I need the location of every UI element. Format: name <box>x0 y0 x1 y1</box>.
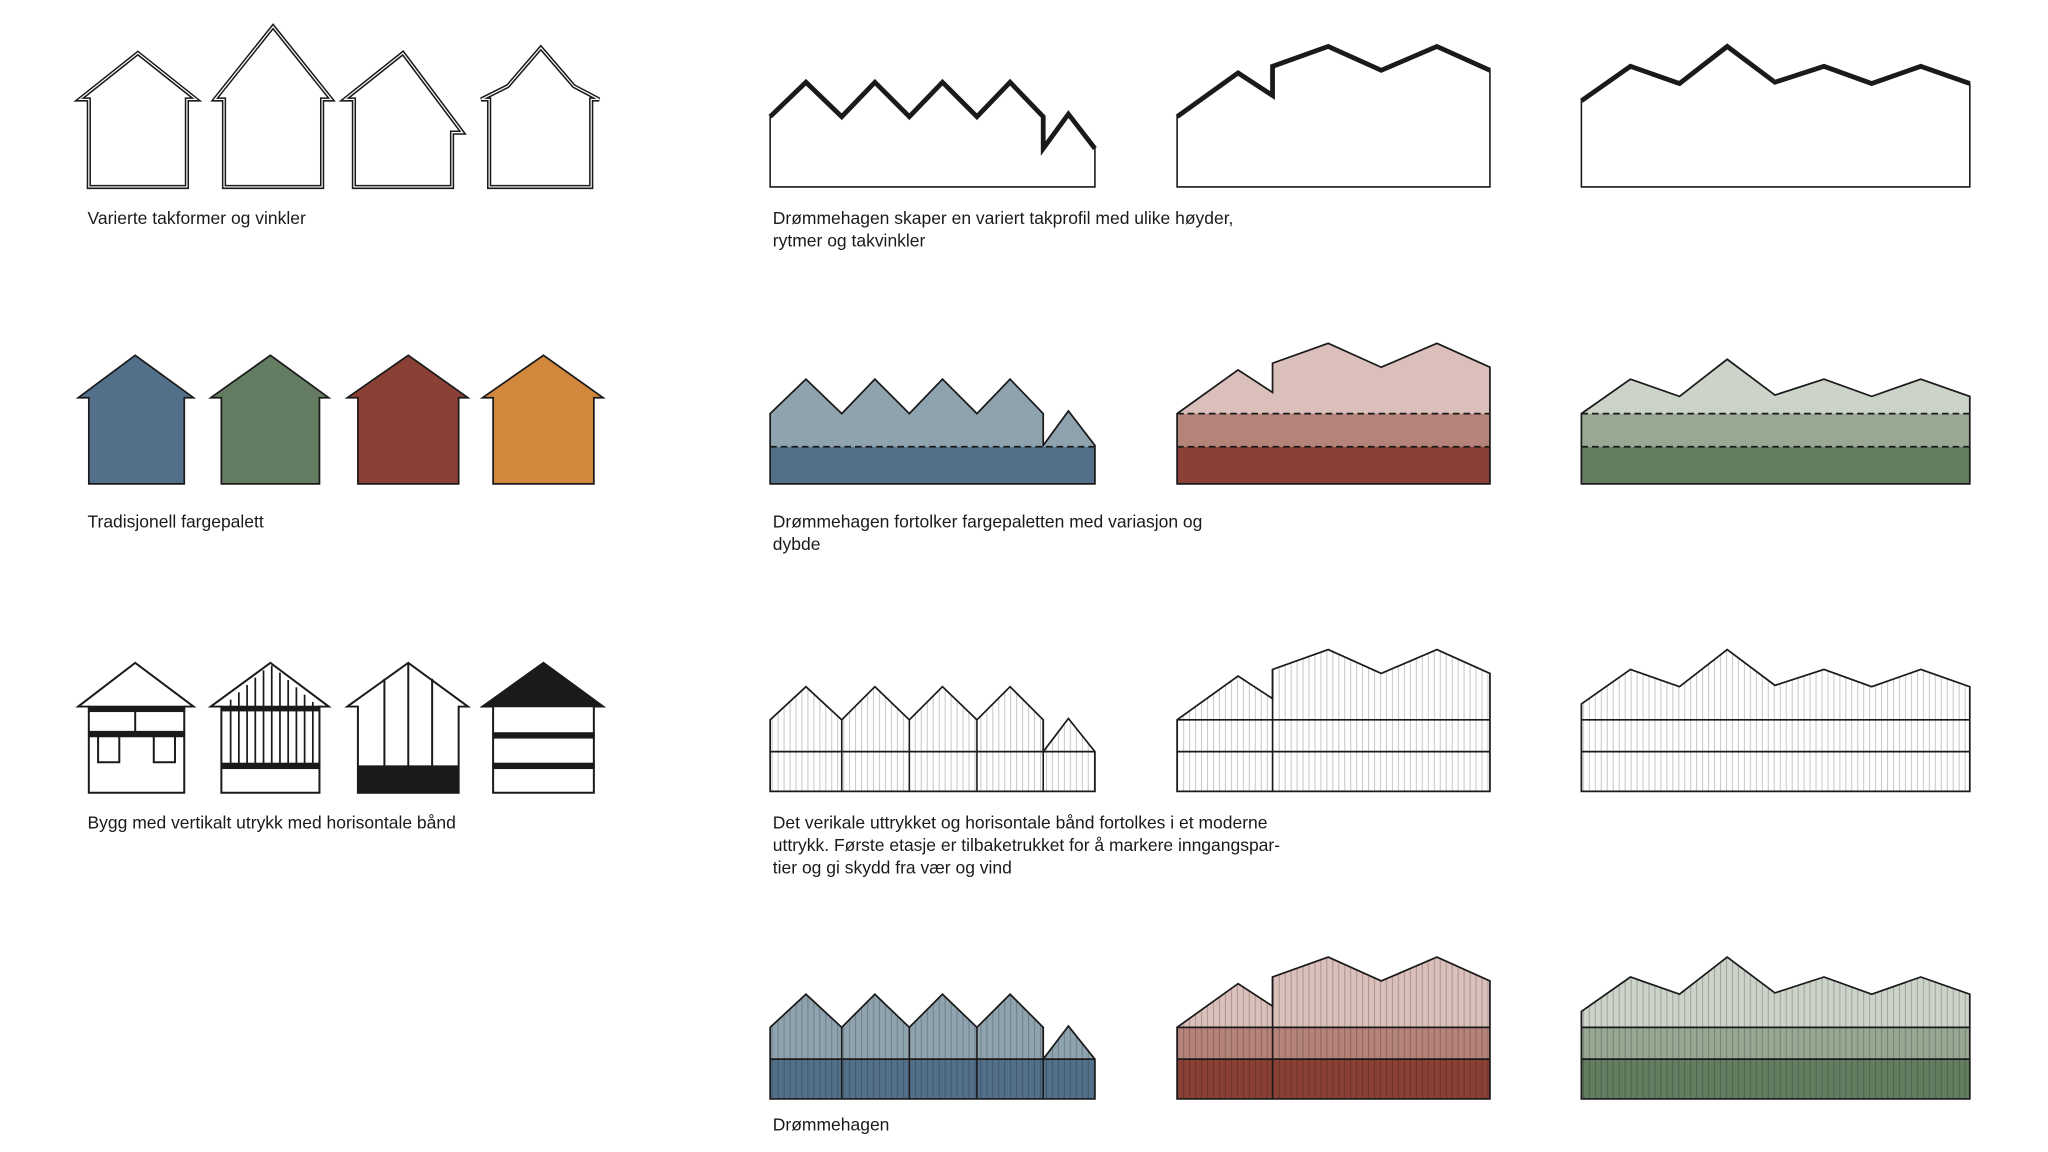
profile-red-band-2 <box>1177 413 1490 447</box>
band <box>492 762 595 770</box>
colored-house-1 <box>75 354 197 485</box>
caption-roof-profile-1: Drømmehagen skaper en variert takprofil … <box>773 208 1234 228</box>
modern-outline-profile-c-outline <box>1580 648 1971 793</box>
base-band <box>357 765 460 794</box>
modern-colored-profile-c-outline <box>1580 956 1971 1100</box>
colored-house-4 <box>479 354 606 485</box>
roof-profile-line-1 <box>768 78 1097 156</box>
caption-vertical-interp-1: Det verikale uttrykket og horisontale bå… <box>773 813 1268 833</box>
profile-blue-band-2 <box>770 446 1095 484</box>
vertical-house-2 <box>207 661 332 794</box>
profile-green-band-2 <box>1581 413 1970 447</box>
roof-shape-house-3-inner <box>342 52 464 188</box>
band <box>492 732 595 739</box>
caption-vertical-interp-2: uttrykk. Første etasje er tilbaketrukket… <box>773 835 1280 855</box>
window <box>152 734 176 764</box>
colored-house-2 <box>208 354 332 485</box>
colored-house-3 <box>344 354 471 485</box>
window <box>97 734 121 764</box>
roof-profile-line-2 <box>1175 43 1491 119</box>
caption-palette-interp-1: Drømmehagen fortolker fargepaletten med … <box>773 512 1203 532</box>
caption-palette: Tradisjonell fargepalett <box>87 512 263 532</box>
roof-profile-outline-2 <box>1176 45 1491 188</box>
band <box>87 705 186 713</box>
black-gable <box>480 662 606 708</box>
profile-blue-outline <box>769 377 1096 485</box>
profile-red-band-3 <box>1177 446 1490 484</box>
caption-roof-profile-2: rytmer og takvinkler <box>773 231 926 251</box>
profile-green-band-1 <box>1581 359 1970 414</box>
profile-green-outline <box>1580 358 1971 485</box>
caption-palette-interp-2: dybde <box>773 534 821 554</box>
profile-red-outline <box>1176 342 1491 485</box>
profile-green-band-3 <box>1581 446 1970 484</box>
caption-vertical: Bygg med vertikalt utrykk med horisontal… <box>87 813 455 833</box>
roof-shape-house-1-outer <box>73 50 203 190</box>
roof-shape-house-4-inner <box>480 46 600 188</box>
caption-roof-shapes: Varierte takformer og vinkler <box>87 208 305 228</box>
band <box>87 730 186 738</box>
band <box>220 762 321 770</box>
modern-outline-profile-b-outline <box>1176 648 1491 793</box>
band <box>220 705 321 712</box>
roof-shape-house-4-outer <box>480 44 601 190</box>
caption-result: Drømmehagen <box>773 1115 890 1135</box>
caption-vertical-interp-3: tier og gi skydd fra vær og vind <box>773 858 1012 878</box>
roof-shape-house-3-outer <box>338 50 467 190</box>
roof-shape-house-1-inner <box>77 52 198 188</box>
roof-shape-house-2-outer <box>210 23 336 190</box>
roof-shape-house-2-inner <box>213 25 333 188</box>
profile-red-fill <box>1177 343 1490 484</box>
roof-profile-line-3 <box>1580 43 1971 103</box>
modern-colored-profile-b-outline <box>1176 956 1491 1100</box>
